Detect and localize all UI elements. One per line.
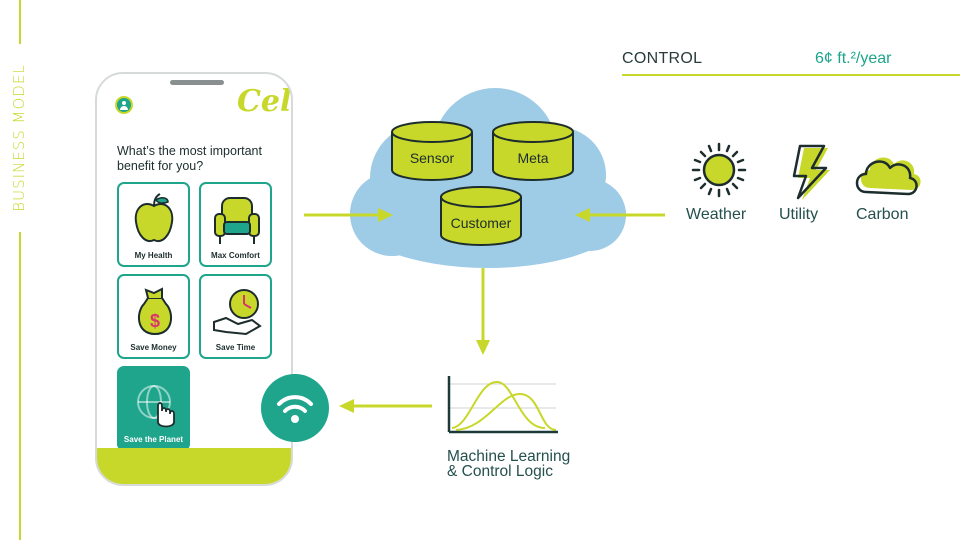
source-label-weather: Weather (686, 206, 747, 223)
globe-icon (137, 385, 175, 428)
money-bag-icon: $ (137, 287, 173, 336)
db-meta: Meta (492, 121, 574, 181)
tile-label: Max Comfort (211, 251, 260, 260)
app-logo: Cel (237, 84, 292, 119)
ml-label: Machine Learning & Control Logic (447, 448, 617, 480)
db-label-customer: Customer (451, 215, 512, 231)
source-label-utility: Utility (779, 206, 819, 223)
ml-chart (447, 376, 558, 434)
tile-label: Save Time (215, 343, 256, 352)
db-customer: Customer (440, 186, 522, 246)
tile-save-the-planet[interactable]: Save the Planet (117, 366, 190, 451)
side-line-top (19, 0, 21, 44)
arrow-cloud-to-ml (476, 268, 490, 355)
tile-save-money[interactable]: $ Save Money (117, 274, 190, 359)
source-label-carbon: Carbon (856, 206, 909, 223)
sun-icon (691, 142, 747, 198)
control-label: CONTROL (622, 50, 703, 67)
ml-label-line1: Machine Learning (447, 448, 571, 465)
arrow-ml-to-wifi (339, 399, 432, 413)
db-label-sensor: Sensor (410, 150, 455, 166)
control-price: 6¢ ft.²/year (815, 50, 892, 67)
phone-bottom-bar (97, 448, 291, 484)
tile-label: Save the Planet (123, 435, 184, 444)
side-line-bottom (19, 232, 21, 540)
apple-icon (134, 193, 174, 242)
arrow-phone-to-cloud (304, 208, 393, 222)
phone-speaker (170, 80, 224, 85)
wifi-icon (277, 395, 313, 423)
cloud-icon (855, 157, 921, 196)
clock-hand-icon (213, 289, 262, 336)
tile-label: My Health (134, 251, 173, 260)
armchair-icon (214, 197, 260, 244)
tile-label: Save Money (130, 343, 177, 352)
benefit-question: What’s the most important benefit for yo… (117, 144, 262, 173)
tile-my-health[interactable]: My Health (117, 182, 190, 267)
db-label-meta: Meta (517, 150, 548, 166)
db-sensor: Sensor (391, 121, 473, 181)
svg-text:$: $ (150, 311, 160, 331)
phone-mockup: Cel What’s the most important benefit fo… (95, 72, 293, 486)
arrow-sources-to-cloud (575, 208, 665, 222)
wifi-node (261, 374, 329, 442)
header-underline (622, 74, 960, 76)
tile-save-time[interactable]: Save Time (199, 274, 272, 359)
user-icon[interactable] (115, 96, 133, 114)
tile-max-comfort[interactable]: Max Comfort (199, 182, 272, 267)
lightning-icon (792, 144, 830, 200)
ml-label-line2: & Control Logic (447, 463, 553, 480)
